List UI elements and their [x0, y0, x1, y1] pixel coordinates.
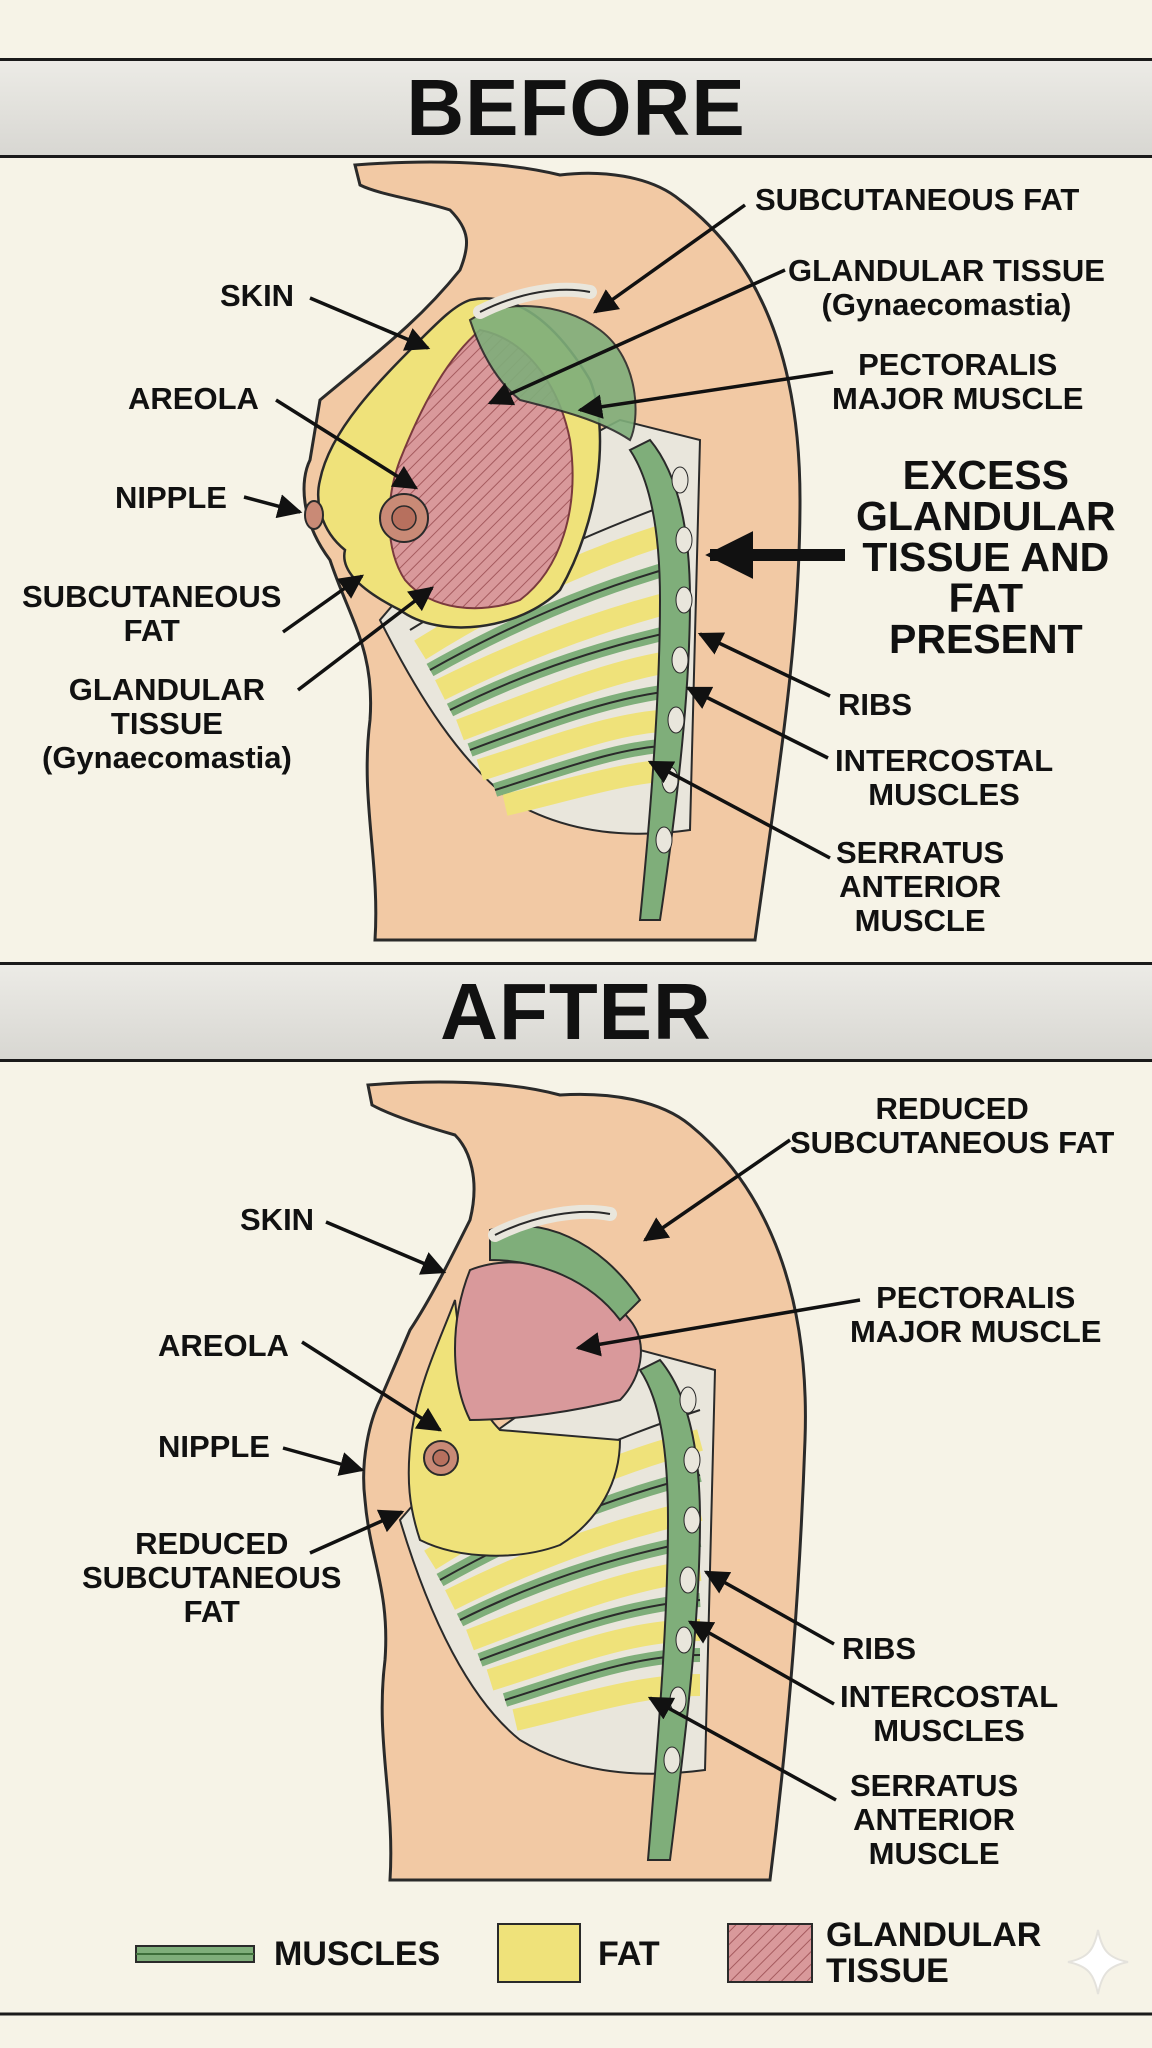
before-label-glandular-left: GLANDULAR TISSUE (Gynaecomastia)	[42, 672, 292, 775]
after-label-intercostal: INTERCOSTAL MUSCLES	[840, 1679, 1059, 1748]
legend-muscles-label: MUSCLES	[274, 1935, 441, 1973]
sparkle-icon	[1067, 1929, 1129, 1995]
after-label-reduced-fat-top: REDUCED SUBCUTANEOUS FAT	[790, 1091, 1115, 1160]
legend-glandular-swatch	[727, 1923, 813, 1983]
after-label-serratus: SERRATUS ANTERIOR MUSCLE	[850, 1768, 1019, 1871]
before-label-areola: AREOLA	[128, 381, 259, 416]
before-figure	[302, 160, 802, 942]
before-label-intercostal: INTERCOSTAL MUSCLES	[835, 743, 1054, 812]
legend-fat-swatch	[497, 1923, 581, 1983]
before-pointer-lines	[243, 203, 845, 860]
after-label-ribs: RIBS	[842, 1631, 917, 1666]
legend-glandular-label: GLANDULAR TISSUE	[826, 1916, 1042, 1990]
before-label-serratus: SERRATUS ANTERIOR MUSCLE	[836, 835, 1005, 938]
after-serratus-muscle	[638, 1358, 702, 1861]
legend-fat-label: FAT	[598, 1935, 660, 1973]
before-label-subcutaneous-fat-left: SUBCUTANEOUS FAT	[22, 579, 282, 648]
after-label-nipple: NIPPLE	[158, 1429, 270, 1464]
after-label-skin: SKIN	[240, 1202, 315, 1237]
before-clavicle	[473, 282, 597, 319]
after-label-reduced-fat-left: REDUCED SUBCUTANEOUS FAT	[82, 1526, 342, 1629]
before-label-subcutaneous-fat: SUBCUTANEOUS FAT	[755, 182, 1080, 217]
before-label-nipple: NIPPLE	[115, 480, 227, 515]
before-header: BEFORE	[0, 58, 1152, 158]
after-label-areola: AREOLA	[158, 1328, 289, 1363]
before-label-pectoralis: PECTORALIS MAJOR MUSCLE	[832, 347, 1084, 416]
before-label-skin: SKIN	[220, 278, 295, 313]
after-label-pectoralis: PECTORALIS MAJOR MUSCLE	[850, 1280, 1102, 1349]
after-clavicle	[488, 1204, 617, 1242]
before-label-ribs: RIBS	[838, 687, 913, 722]
legend-muscle-swatch	[135, 1945, 255, 1963]
before-title: BEFORE	[406, 63, 746, 152]
legend-swatches	[135, 1923, 813, 1983]
after-title: AFTER	[440, 967, 712, 1056]
before-areola	[304, 493, 429, 543]
after-areola	[423, 1440, 459, 1476]
before-serratus-muscle	[628, 438, 693, 921]
before-label-excess: EXCESS GLANDULAR TISSUE AND FAT PRESENT	[856, 452, 1116, 662]
after-pectoralis	[454, 1224, 642, 1422]
after-pointer-lines	[282, 1138, 861, 1802]
before-label-glandular-tissue: GLANDULAR TISSUE (Gynaecomastia)	[788, 253, 1105, 322]
after-figure	[362, 1080, 807, 1882]
after-header: AFTER	[0, 962, 1152, 1062]
